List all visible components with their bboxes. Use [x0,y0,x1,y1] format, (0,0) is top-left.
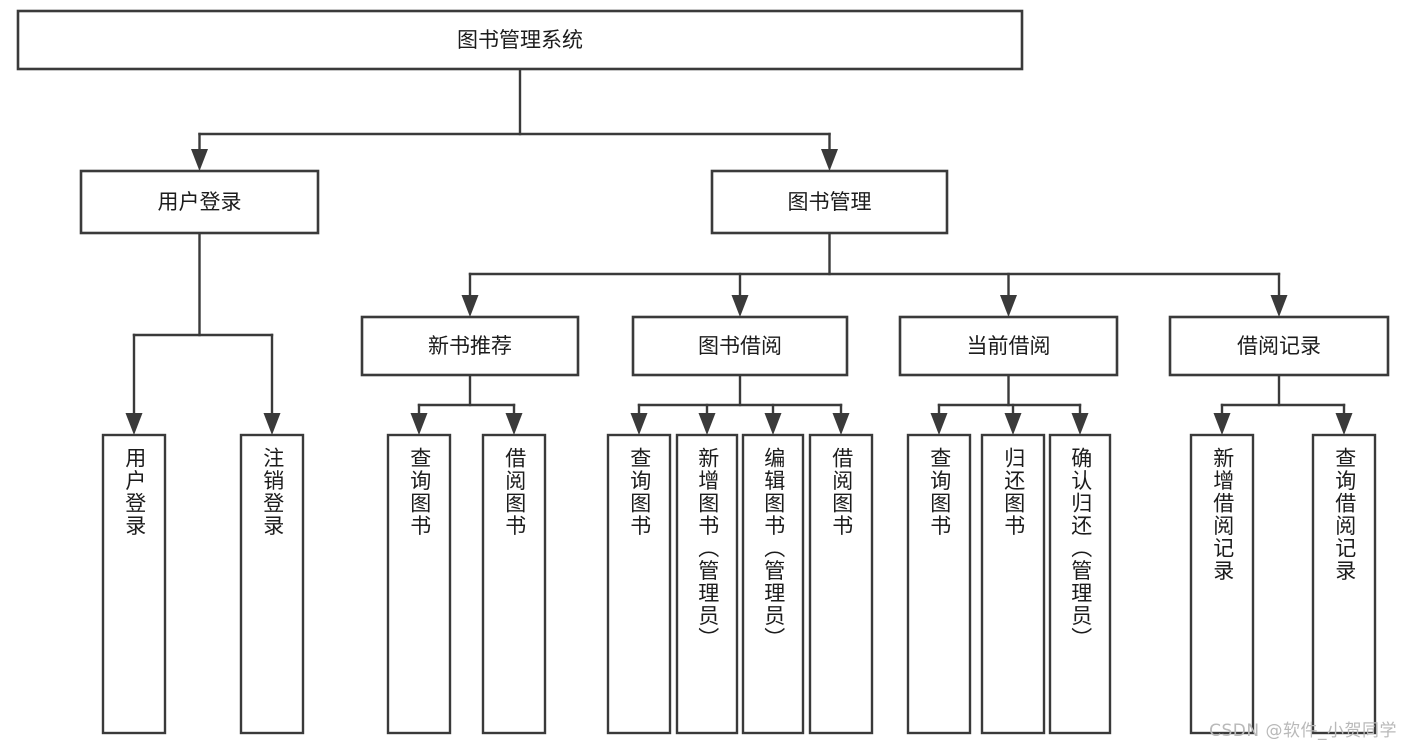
node-book-borrow-box[interactable] [631,315,849,377]
arrow-to-leaf-logout-head [263,413,281,435]
connector-lines [125,67,1353,435]
arrow-to-leaf-borrow-book-2-head [832,413,850,435]
arrow-to-leaf-query-record-head [1335,413,1353,435]
node-current-borrow-box[interactable] [898,315,1119,377]
node-book-manage-label: 图书管理 [788,190,872,214]
node-leaf-confirm-return-box[interactable] [1048,433,1112,735]
node-new-book-rec-label: 新书推荐 [428,334,512,358]
node-leaf-return-book-box[interactable] [980,433,1046,735]
arrow-to-current-borrow-head [1000,295,1017,317]
node-leaf-borrow-book-1-box[interactable] [481,433,547,735]
arrow-to-leaf-borrow-book-1-head [505,413,523,435]
node-leaf-edit-book-box[interactable] [741,433,805,735]
node-leaf-user-login-box[interactable] [101,433,167,735]
arrow-to-user-login-head [191,149,208,171]
node-borrow-record-label: 借阅记录 [1237,334,1321,358]
csdn-watermark: CSDN @软件_小贺同学 [1209,721,1397,741]
arrow-to-leaf-edit-book-head [764,413,782,435]
node-leaf-add-book-box[interactable] [675,433,739,735]
arrow-to-leaf-add-record-head [1213,413,1231,435]
node-leaf-query-book-1-box[interactable] [386,433,452,735]
arrow-to-borrow-record-head [1270,295,1288,317]
node-borrow-record-box[interactable] [1168,315,1390,377]
node-root-label: 图书管理系统 [457,28,583,52]
arrow-to-leaf-query-book-1-head [410,413,428,435]
node-leaf-add-record-box[interactable] [1189,433,1255,735]
arrow-to-leaf-query-book-3-head [930,413,948,435]
arrow-to-leaf-user-login-head [125,413,143,435]
arrow-to-leaf-return-book-head [1004,413,1022,435]
node-boxes [16,9,1390,735]
node-leaf-borrow-book-2-box[interactable] [808,433,874,735]
arrow-to-leaf-query-book-2-head [630,413,648,435]
node-new-book-rec-box[interactable] [360,315,580,377]
arrow-to-new-book-rec-head [461,295,479,317]
node-leaf-logout-box[interactable] [239,433,305,735]
node-leaf-query-book-3-box[interactable] [906,433,972,735]
node-root-box[interactable] [16,9,1024,71]
arrow-to-book-manage-head [821,149,838,171]
node-user-login-label: 用户登录 [158,190,242,214]
node-leaf-query-book-2-box[interactable] [606,433,672,735]
node-leaf-query-record-box[interactable] [1311,433,1377,735]
arrow-to-leaf-add-book-head [698,413,716,435]
node-current-borrow-label: 当前借阅 [967,334,1051,358]
node-book-manage-box[interactable] [710,169,949,235]
node-book-borrow-label: 图书借阅 [698,334,782,358]
node-user-login-box[interactable] [79,169,320,235]
arrow-to-book-borrow-head [731,295,749,317]
arrow-to-leaf-confirm-return-head [1071,413,1089,435]
